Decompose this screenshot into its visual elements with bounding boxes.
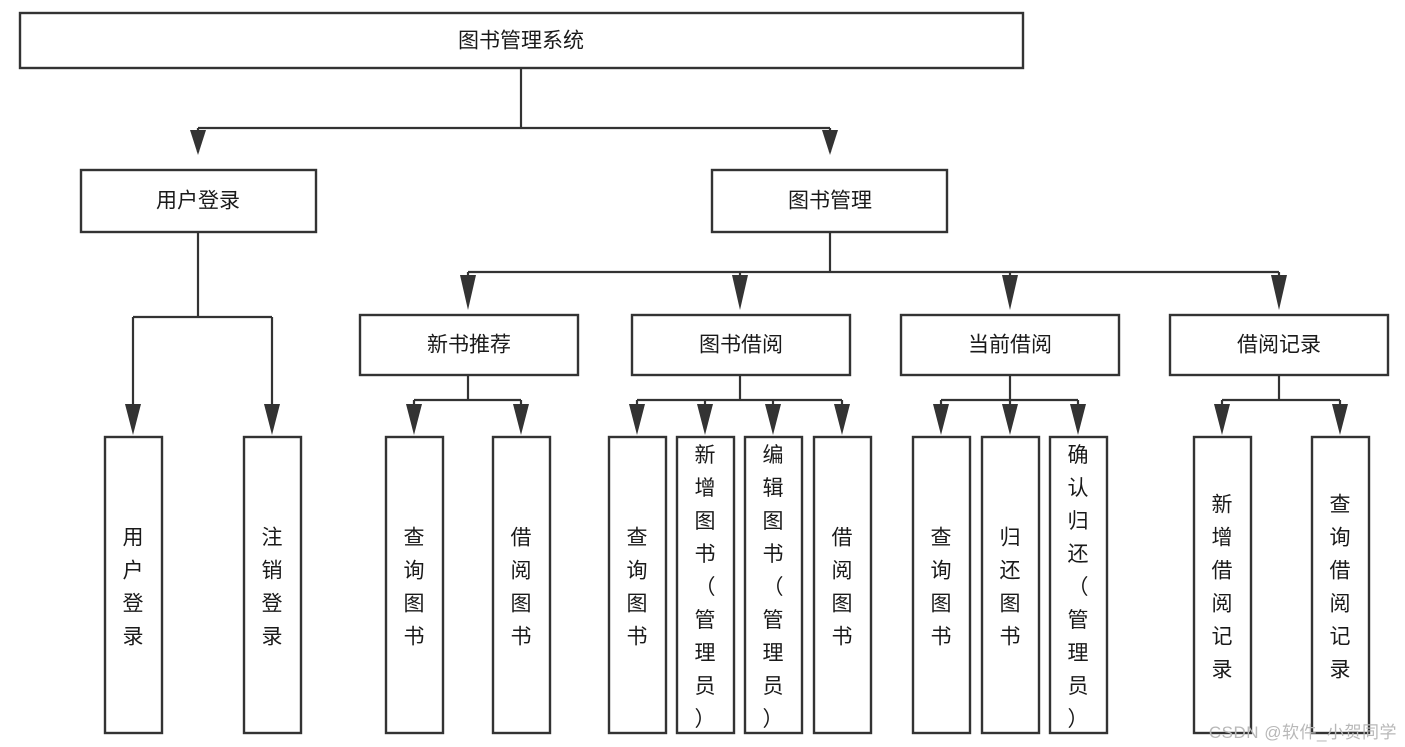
leaf-label: 查询图书 [627,527,648,649]
leaf-node[interactable]: 注销登录 [242,435,303,735]
arrowhead-l3-1 [732,275,748,310]
node-book-borrow[interactable]: 图书借阅 [630,313,852,377]
leaf-box [911,435,972,735]
node-user-login-label: 用户登录 [156,190,240,213]
arrowhead-record-leaf-0 [1214,404,1230,435]
leaf-box [607,435,668,735]
arrowhead-book-mgmt [822,130,838,155]
leaf-node[interactable]: 查询图书 [384,435,445,735]
node-borrow-record[interactable]: 借阅记录 [1168,313,1390,377]
node-new-book-recommend[interactable]: 新书推荐 [358,313,580,377]
node-user-login-box [79,168,318,234]
leaf-node[interactable]: 查询图书 [911,435,972,735]
leaf-box [980,435,1041,735]
leaf-label: 注销登录 [262,527,283,649]
node-borrow-record-label: 借阅记录 [1237,334,1321,357]
node-book-management[interactable]: 图书管理 [710,168,949,234]
node-borrow-record-box [1168,313,1390,377]
arrowhead-current-leaf-1 [1002,404,1018,435]
arrowhead-borrow-leaf-3 [834,404,850,435]
leaf-label: 确认归还（管理员） [1068,444,1089,731]
node-book-management-label: 图书管理 [788,190,872,213]
leaf-node[interactable]: 编辑图书（管理员） [743,435,804,735]
arrowhead-l3-0 [460,275,476,310]
arrowhead-userlogin-leaf-0 [125,404,141,435]
arrowhead-newbook-leaf-1 [513,404,529,435]
node-current-borrow-box [899,313,1121,377]
arrowhead-l3-2 [1002,275,1018,310]
leaf-box [812,435,873,735]
arrowhead-current-leaf-0 [933,404,949,435]
arrowhead-l3-3 [1271,275,1287,310]
leaf-label: 借阅图书 [832,527,853,649]
node-book-management-box [710,168,949,234]
node-book-borrow-box [630,313,852,377]
leaf-node[interactable]: 新增图书（管理员） [675,435,736,735]
leaf-label: 归还图书 [1000,527,1021,649]
leaf-box [743,435,804,735]
arrowhead-userlogin-leaf-1 [264,404,280,435]
arrowhead-user-login [190,130,206,155]
leaf-label: 编辑图书（管理员） [763,444,784,731]
leaf-node[interactable]: 归还图书 [980,435,1041,735]
leaf-node[interactable]: 用户登录 [103,435,164,735]
leaf-node[interactable]: 查询图书 [607,435,668,735]
leaf-node[interactable]: 借阅图书 [812,435,873,735]
leaf-label: 查询图书 [404,527,425,649]
leaf-label: 查询图书 [931,527,952,649]
leaf-box [1310,435,1371,735]
node-new-book-recommend-box [358,313,580,377]
leaves-layer: 用户登录 注销登录 查询图书 借阅图书 查询图书 新增图书 [103,435,1371,735]
leaf-box [242,435,303,735]
leaf-label: 查询借阅记录 [1330,494,1351,682]
arrowhead-borrow-leaf-2 [765,404,781,435]
arrowhead-record-leaf-1 [1332,404,1348,435]
node-root-label: 图书管理系统 [458,30,584,53]
leaf-node[interactable]: 查询借阅记录 [1310,435,1371,735]
leaf-node[interactable]: 新增借阅记录 [1192,435,1253,735]
node-current-borrow-label: 当前借阅 [968,334,1052,357]
leaf-node[interactable]: 借阅图书 [491,435,552,735]
leaf-box [491,435,552,735]
leaf-node[interactable]: 确认归还（管理员） [1048,435,1109,735]
leaf-box [1192,435,1253,735]
arrowhead-borrow-leaf-0 [629,404,645,435]
arrowhead-borrow-leaf-1 [697,404,713,435]
node-root[interactable]: 图书管理系统 [18,11,1025,70]
node-root-box [18,11,1025,70]
leaf-box [1048,435,1109,735]
arrowhead-newbook-leaf-0 [406,404,422,435]
node-new-book-recommend-label: 新书推荐 [427,334,511,357]
leaf-box [384,435,445,735]
leaf-label: 借阅图书 [511,527,532,649]
node-book-borrow-label: 图书借阅 [699,334,783,357]
leaf-label: 新增图书（管理员） [695,444,716,731]
node-current-borrow[interactable]: 当前借阅 [899,313,1121,377]
node-user-login[interactable]: 用户登录 [79,168,318,234]
leaf-box [103,435,164,735]
arrowhead-current-leaf-2 [1070,404,1086,435]
leaf-label: 新增借阅记录 [1212,494,1233,682]
arrowheads-layer [125,130,1348,435]
leaf-box [675,435,736,735]
leaf-label: 用户登录 [123,527,144,649]
